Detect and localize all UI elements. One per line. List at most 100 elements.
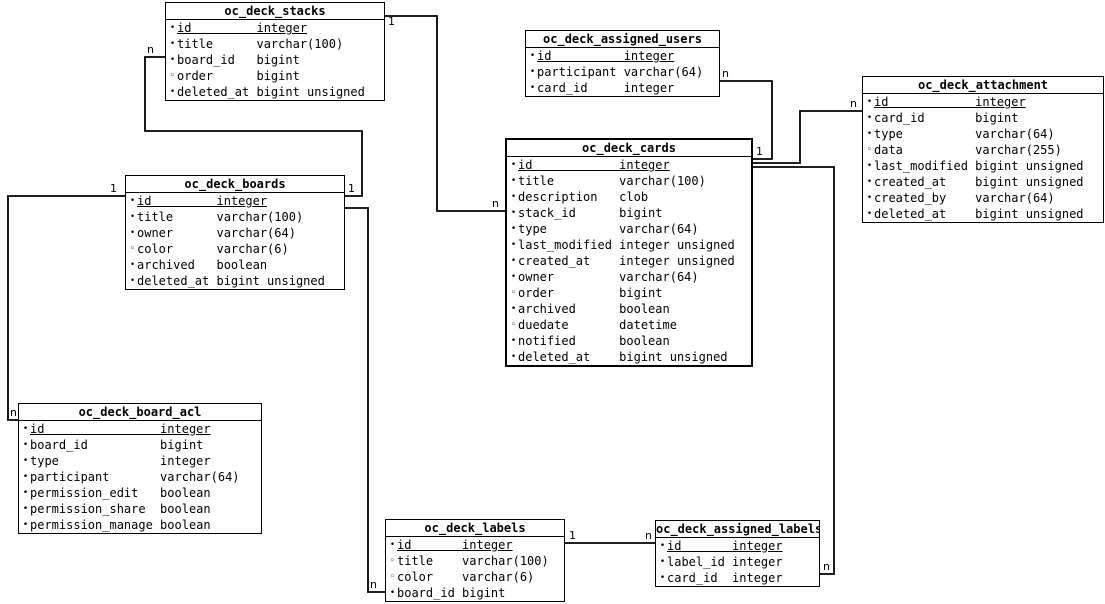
column-text: label_id integer [667,555,783,569]
table-oc_deck_board_acl: oc_deck_board_acl•id integer•board_id bi… [18,403,262,534]
column-row: •id integer [19,421,261,437]
cardinality-label: 1 [348,182,355,195]
column-row: •owner varchar(64) [126,225,344,241]
primary-key-column: id integer [667,539,783,553]
notnull-bullet-icon: • [529,51,536,61]
column-row: •owner varchar(64) [507,269,751,285]
notnull-bullet-icon: • [169,87,176,97]
column-text: last_modified bigint unsigned [874,159,1084,173]
column-text: data varchar(255) [874,143,1062,157]
notnull-bullet-icon: • [22,504,29,514]
column-row: •last_modified integer unsigned [507,237,751,253]
table-title: oc_deck_labels [386,520,564,537]
column-row: •board_id bigint [19,437,261,453]
column-row: ◦order bigint [166,68,384,84]
nullable-bullet-icon: ◦ [129,244,136,254]
column-text: deleted_at bigint unsigned [518,350,728,364]
column-row: •id integer [863,94,1103,110]
relationship-oc_deck_cards--oc_deck_assigned_labels [753,166,835,575]
column-row: •permission_manage boolean [19,517,261,533]
column-text: owner varchar(64) [518,270,699,284]
table-oc_deck_attachment: oc_deck_attachment•id integer•card_id bi… [862,76,1104,223]
column-row: •last_modified bigint unsigned [863,158,1103,174]
notnull-bullet-icon: • [22,472,29,482]
column-row: ◦title varchar(100) [386,553,564,569]
notnull-bullet-icon: • [22,520,29,530]
column-row: •permission_share boolean [19,501,261,517]
column-row: •type integer [19,453,261,469]
column-text: permission_manage boolean [30,518,211,532]
notnull-bullet-icon: • [866,193,873,203]
notnull-bullet-icon: • [129,196,136,206]
relationship-oc_deck_boards--oc_deck_stacks [144,56,363,197]
column-text: color varchar(6) [137,242,289,256]
column-row: •created_by varchar(64) [863,190,1103,206]
table-title: oc_deck_attachment [863,77,1103,94]
column-row: •deleted_at bigint unsigned [507,349,751,365]
column-text: title varchar(100) [518,174,706,188]
column-text: type varchar(64) [874,127,1055,141]
notnull-bullet-icon: • [529,83,536,93]
primary-key-column: id integer [874,95,1026,109]
column-row: •card_id bigint [863,110,1103,126]
column-row: •stack_id bigint [507,205,751,221]
relationship-oc_deck_cards--oc_deck_assigned_users [720,80,773,160]
column-row: •deleted_at bigint unsigned [863,206,1103,222]
cardinality-label: n [722,67,729,80]
column-row: •id integer [507,157,751,173]
column-text: stack_id bigint [518,206,663,220]
notnull-bullet-icon: • [529,67,536,77]
column-row: •title varchar(100) [166,36,384,52]
nullable-bullet-icon: ◦ [866,145,873,155]
column-row: •type varchar(64) [507,221,751,237]
cardinality-label: n [10,406,17,419]
primary-key-column: id integer [537,49,675,63]
notnull-bullet-icon: • [389,588,396,598]
notnull-bullet-icon: • [510,240,517,250]
column-row: •id integer [386,537,564,553]
nullable-bullet-icon: ◦ [389,556,396,566]
column-row: •id integer [166,20,384,36]
cardinality-label: 1 [110,182,117,195]
column-row: •permission_edit boolean [19,485,261,501]
primary-key-column: id integer [137,194,268,208]
column-text: archived boolean [137,258,268,272]
column-row: •type varchar(64) [863,126,1103,142]
column-row: ◦color varchar(6) [126,241,344,257]
nullable-bullet-icon: ◦ [510,320,517,330]
table-title: oc_deck_board_acl [19,404,261,421]
column-text: board_id bigint [177,53,300,67]
column-row: •board_id bigint [386,585,564,601]
column-row: •id integer [656,538,819,554]
column-row: •archived boolean [507,301,751,317]
column-text: title varchar(100) [137,210,304,224]
nullable-bullet-icon: ◦ [389,572,396,582]
cardinality-label: 1 [569,529,576,542]
column-text: created_by varchar(64) [874,191,1055,205]
column-row: ◦data varchar(255) [863,142,1103,158]
column-text: deleted_at bigint unsigned [874,207,1084,221]
table-title: oc_deck_assigned_users [526,31,719,48]
column-text: deleted_at bigint unsigned [177,85,365,99]
notnull-bullet-icon: • [510,224,517,234]
primary-key-column: id integer [397,538,513,552]
column-text: deleted_at bigint unsigned [137,274,325,288]
column-row: •title varchar(100) [126,209,344,225]
notnull-bullet-icon: • [659,573,666,583]
notnull-bullet-icon: • [389,540,396,550]
notnull-bullet-icon: • [22,424,29,434]
column-text: duedate datetime [518,318,677,332]
notnull-bullet-icon: • [510,192,517,202]
table-title: oc_deck_assigned_labels [656,522,819,538]
notnull-bullet-icon: • [510,304,517,314]
nullable-bullet-icon: ◦ [510,288,517,298]
column-text: created_at integer unsigned [518,254,735,268]
column-row: •created_at bigint unsigned [863,174,1103,190]
column-row: •card_id integer [656,570,819,586]
column-row: •created_at integer unsigned [507,253,751,269]
column-row: •label_id integer [656,554,819,570]
nullable-bullet-icon: ◦ [169,71,176,81]
column-row: •participant varchar(64) [526,64,719,80]
column-text: board_id bigint [397,586,506,600]
